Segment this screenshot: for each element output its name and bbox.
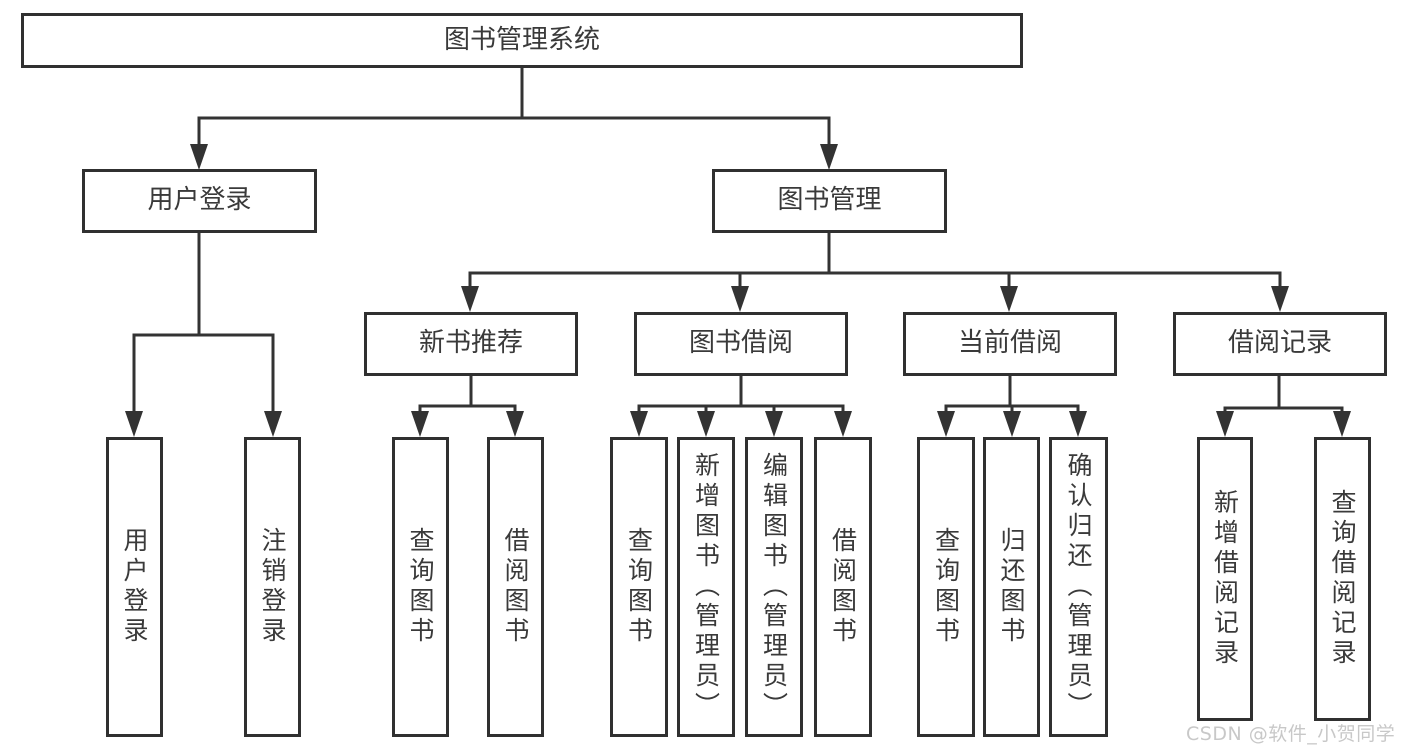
arrowhead (937, 411, 955, 437)
node-label: 新书推荐 (418, 328, 523, 359)
leaf-user-login: 用户登录 (106, 437, 163, 737)
arrowhead (506, 411, 524, 437)
node-label: 查询图书 (406, 527, 435, 647)
leaf-borrow-books-recommend: 借阅图书 (487, 437, 544, 737)
arrowhead (1000, 286, 1018, 312)
arrowhead (765, 411, 783, 437)
leaf-edit-books-admin: 编辑图书（管理员） (745, 437, 803, 737)
arrowhead (697, 411, 715, 437)
node-current-borrowing: 当前借阅 (903, 312, 1117, 376)
leaf-confirm-return-admin: 确认归还（管理员） (1049, 437, 1108, 737)
arrowhead (731, 286, 749, 312)
node-label: 注销登录 (258, 527, 287, 647)
node-label: 查询图书 (624, 527, 654, 647)
arrowheads (125, 144, 1351, 437)
arrowhead (1271, 286, 1289, 312)
leaf-add-books-admin: 新增图书（管理员） (677, 437, 735, 737)
node-label: 借阅记录 (1227, 328, 1332, 359)
arrowhead (264, 411, 282, 437)
leaf-query-books-recommend: 查询图书 (392, 437, 449, 737)
arrowhead (834, 411, 852, 437)
arrowhead (1003, 411, 1021, 437)
node-label: 新增图书（管理员） (691, 452, 721, 722)
arrowhead (461, 286, 479, 312)
arrowhead (125, 411, 143, 437)
arrowhead (630, 411, 648, 437)
node-label: 编辑图书（管理员） (759, 452, 789, 722)
arrowhead (1069, 411, 1087, 437)
node-label: 用户登录 (120, 527, 149, 647)
node-label: 借阅图书 (501, 527, 530, 647)
leaf-borrow-books-borrow: 借阅图书 (814, 437, 872, 737)
arrowhead (1333, 411, 1351, 437)
node-label: 归还图书 (997, 527, 1026, 647)
node-label: 当前借阅 (957, 328, 1062, 359)
node-label: 借阅图书 (828, 527, 858, 647)
leaf-query-borrow-record: 查询借阅记录 (1314, 437, 1371, 721)
node-label: 图书管理系统 (443, 24, 600, 55)
leaf-logout-login: 注销登录 (244, 437, 301, 737)
node-user-login: 用户登录 (82, 169, 317, 233)
arrowhead (1216, 411, 1234, 437)
node-library-system: 图书管理系统 (21, 13, 1023, 68)
arrowhead (411, 411, 429, 437)
node-borrowing-records: 借阅记录 (1173, 312, 1387, 376)
node-book-borrowing: 图书借阅 (634, 312, 848, 376)
node-label: 图书借阅 (688, 328, 793, 359)
leaf-query-books-current: 查询图书 (917, 437, 975, 737)
node-label: 查询图书 (931, 527, 961, 647)
node-label: 查询借阅记录 (1328, 489, 1357, 669)
arrowhead (190, 144, 208, 170)
node-new-book-recommendation: 新书推荐 (364, 312, 578, 376)
node-book-management: 图书管理 (712, 169, 947, 233)
arrowhead (820, 144, 838, 170)
leaf-query-books-borrow: 查询图书 (610, 437, 668, 737)
leaf-return-books: 归还图书 (983, 437, 1040, 737)
node-label: 用户登录 (147, 185, 252, 216)
leaf-add-borrow-record: 新增借阅记录 (1197, 437, 1253, 721)
node-label: 确认归还（管理员） (1064, 452, 1093, 722)
node-label: 图书管理 (777, 185, 882, 216)
node-label: 新增借阅记录 (1210, 489, 1240, 669)
watermark-text: CSDN @软件_小贺同学 (1186, 723, 1396, 745)
